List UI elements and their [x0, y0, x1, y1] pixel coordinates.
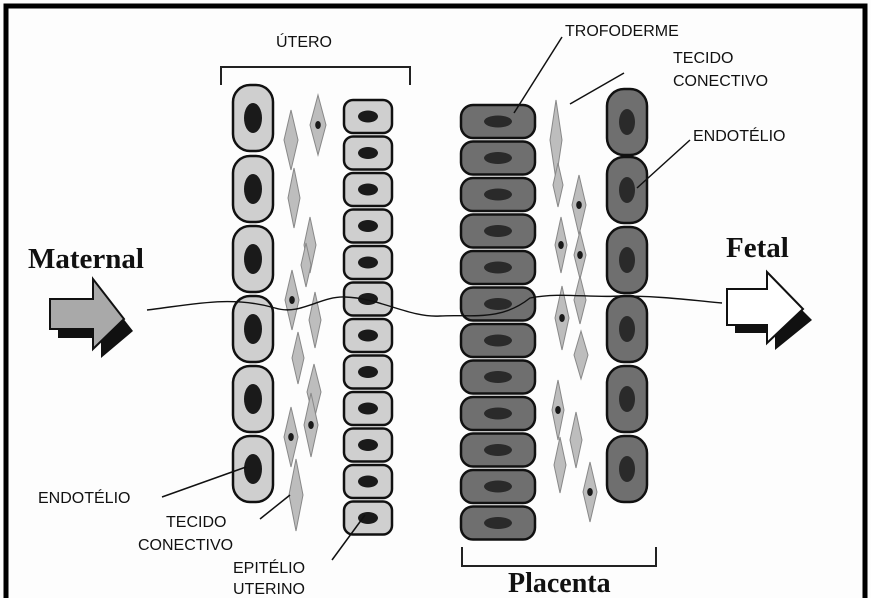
epithelial-cell — [344, 356, 392, 389]
tecido-conectivo-maternal-label-line1: TECIDO — [166, 513, 226, 532]
fetal-connective-tissue-cell — [574, 231, 586, 279]
epitelio-uterino-label-line2: UTERINO — [233, 580, 305, 598]
fetal-endothelial-cell — [607, 296, 647, 362]
trofoderme-label: TROFODERME — [565, 22, 679, 41]
utero-bracket — [221, 67, 410, 85]
epithelial-cell — [344, 465, 392, 498]
fetal-connective-tissue-cell — [555, 217, 567, 273]
epithelial-cell — [344, 502, 392, 535]
pointer-trofoderme — [514, 37, 562, 113]
fetal-endothelial-cell — [607, 89, 647, 155]
fetal-endothelial-cell — [607, 157, 647, 223]
maternal-side-label: Maternal — [28, 243, 144, 276]
trophoderm-cell — [461, 397, 535, 430]
endothelial-cell — [233, 226, 273, 292]
trophoderm-cell — [461, 361, 535, 394]
maternal-connective-tissue-layer — [284, 95, 326, 531]
maternal-endothelium-layer — [233, 85, 273, 502]
tecido-conectivo-fetal-label-line2: CONECTIVO — [673, 72, 768, 91]
endothelial-cell — [233, 366, 273, 432]
trophoderm-cell — [461, 251, 535, 284]
endotelio-fetal-label: ENDOTÉLIO — [693, 127, 785, 146]
endothelial-cell — [233, 85, 273, 151]
fetal-connective-tissue-cell — [552, 380, 564, 440]
connective-tissue-cell — [288, 168, 300, 228]
connective-tissue-cell — [292, 332, 304, 384]
trophoderm-cell — [461, 434, 535, 467]
fetal-connective-tissue-cell — [583, 462, 597, 522]
fetal-connective-tissue-cell — [554, 437, 566, 493]
fetal-connective-tissue-cell — [574, 331, 588, 379]
trophoderm-cell — [461, 215, 535, 248]
fetal-side-label: Fetal — [726, 232, 789, 265]
connective-tissue-cell — [289, 459, 303, 531]
epithelial-cell — [344, 210, 392, 243]
endothelial-cell — [233, 156, 273, 222]
placenta-bracket — [462, 547, 656, 566]
epithelial-cell — [344, 100, 392, 133]
trophoderm-cell — [461, 105, 535, 138]
epithelial-cell — [344, 392, 392, 425]
fetal-connective-tissue-cell — [572, 175, 586, 235]
trophoderm-cell — [461, 142, 535, 175]
tecido-conectivo-maternal-label-line2: CONECTIVO — [138, 536, 233, 555]
endotelio-maternal-label: ENDOTÉLIO — [38, 489, 130, 508]
connective-tissue-cell — [309, 292, 321, 348]
trophoderm-cell — [461, 178, 535, 211]
right-arrow-icon-outline — [727, 272, 812, 350]
fetal-endothelial-cell — [607, 436, 647, 502]
epithelial-cell — [344, 429, 392, 462]
fetal-endothelial-cell — [607, 227, 647, 293]
right-arrow-icon-shaded — [50, 279, 133, 358]
connective-tissue-cell — [285, 270, 299, 330]
fetal-connective-tissue-layer — [550, 100, 597, 522]
epitelio-uterino-label-line1: EPITÉLIO — [233, 559, 305, 578]
epithelial-cell — [344, 283, 392, 316]
fetal-connective-tissue-cell — [550, 100, 562, 180]
trophoderm-cell — [461, 507, 535, 540]
connective-tissue-cell — [284, 407, 298, 467]
fetal-connective-tissue-cell — [574, 276, 586, 324]
trophoderm-cell — [461, 470, 535, 503]
utero-heading: ÚTERO — [276, 33, 332, 52]
trophoderm-layer — [461, 105, 535, 540]
epithelial-cell — [344, 246, 392, 279]
fetal-endothelial-cell — [607, 366, 647, 432]
uterine-epithelium-layer — [344, 100, 392, 535]
epithelial-cell — [344, 137, 392, 170]
trophoderm-cell — [461, 324, 535, 357]
placenta-heading: Placenta — [508, 568, 611, 598]
epithelial-cell — [344, 173, 392, 206]
fetal-connective-tissue-cell — [570, 412, 582, 468]
connective-tissue-cell — [310, 95, 326, 155]
tecido-conectivo-fetal-label-line1: TECIDO — [673, 49, 733, 68]
epithelial-cell — [344, 319, 392, 352]
connective-tissue-cell — [284, 110, 298, 170]
